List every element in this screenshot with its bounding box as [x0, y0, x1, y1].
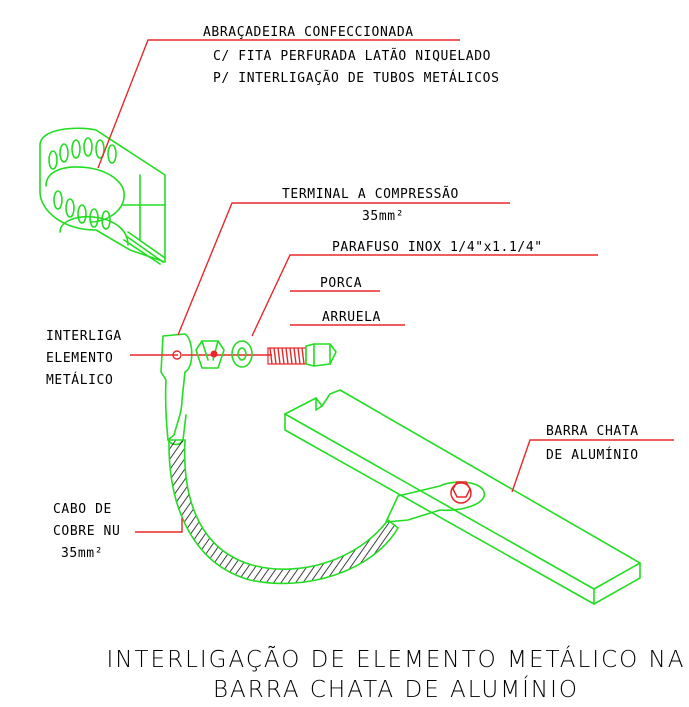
- aluminum-flat-bar: [284, 389, 641, 605]
- leader-clamp: [97, 39, 460, 169]
- leader-bar: [511, 439, 674, 493]
- leader-cable: [135, 518, 183, 533]
- label-interliga-3: METÁLICO: [46, 372, 113, 388]
- label-cable-3: 35mm²: [61, 546, 103, 561]
- nut-bore: [210, 350, 218, 358]
- copper-cable: [168, 439, 400, 585]
- label-terminal-2: 35mm²: [362, 209, 404, 224]
- leader-bolt: [251, 254, 598, 337]
- label-washer: ARRUELA: [322, 310, 381, 325]
- label-bolt: PARAFUSO INOX 1/4"x1.1/4": [332, 240, 543, 255]
- label-bar-1: BARRA CHATA: [546, 424, 639, 439]
- label-terminal-1: TERMINAL A COMPRESSÃO: [282, 186, 459, 202]
- compression-terminal: [160, 333, 193, 446]
- washer: [231, 340, 253, 368]
- label-clamp-2: C/ FITA PERFURADA LATÃO NIQUELADO: [213, 48, 491, 64]
- hex-bolt-head: [450, 481, 472, 504]
- label-interliga-1: INTERLIGA: [46, 329, 122, 344]
- label-bar-2: DE ALUMÍNIO: [546, 447, 639, 463]
- perforated-clamp: [39, 127, 166, 265]
- label-cable-1: CABO DE: [53, 502, 112, 517]
- title-line-2: BARRA CHATA DE ALUMÍNIO: [213, 675, 579, 703]
- title-line-1: INTERLIGAÇÃO DE ELEMENTO METÁLICO NA: [107, 645, 686, 673]
- label-clamp-3: P/ INTERLIGAÇÃO DE TUBOS METÁLICOS: [213, 70, 500, 86]
- label-interliga-2: ELEMENTO: [46, 351, 113, 366]
- stainless-bolt: [267, 343, 337, 367]
- leader-terminal: [177, 202, 510, 336]
- label-cable-2: COBRE NU: [53, 524, 120, 539]
- hex-nut: [195, 340, 225, 369]
- label-nut: PORCA: [320, 276, 362, 291]
- label-clamp-1: ABRAÇADEIRA CONFECCIONADA: [203, 25, 414, 40]
- cable-lug: [385, 481, 485, 523]
